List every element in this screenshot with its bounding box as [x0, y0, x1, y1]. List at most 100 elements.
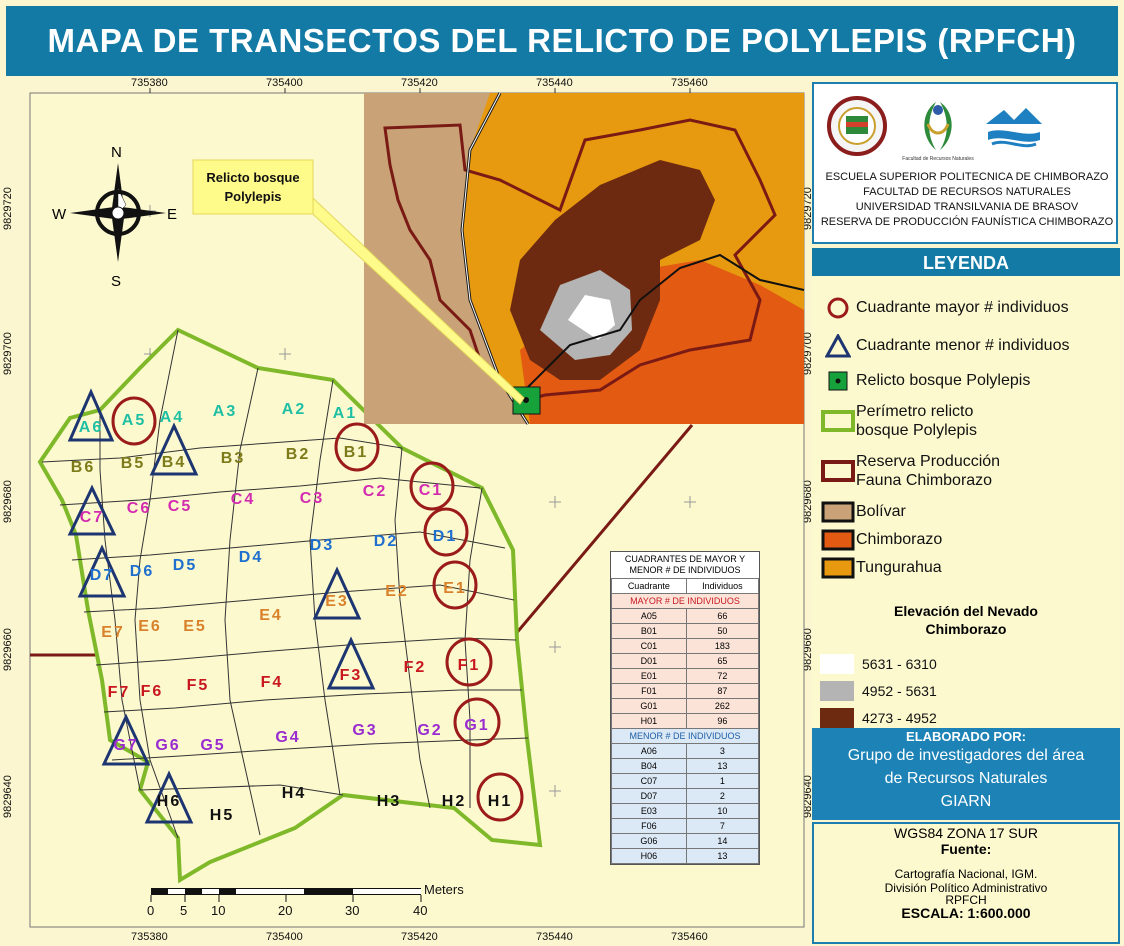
quadrant-label-g3: G3: [352, 722, 377, 739]
table-cell: A06: [611, 743, 687, 759]
table-cell: C01: [611, 638, 687, 654]
frame-ticks: [149, 88, 691, 93]
quadrant-table: CUADRANTES DE MAYOR Y MENOR # DE INDIVID…: [610, 551, 760, 865]
legend: Cuadrante mayor # individuos Cuadrante m…: [812, 276, 1120, 728]
legend-label: Reserva Producción: [856, 453, 1001, 470]
table-cell: 65: [685, 653, 760, 669]
table-title-line-1: CUADRANTES DE MAYOR Y: [624, 554, 746, 564]
quadrant-label-e7: E7: [101, 624, 125, 641]
facultad-logo: Facultad de Recursos Naturales: [902, 102, 974, 162]
menor-triangle-h6: [144, 770, 194, 824]
scale-tick: 30: [345, 903, 360, 918]
fuente-title: Fuente:: [940, 841, 992, 857]
elevation-swatch: [820, 654, 854, 674]
menor-triangle-d7: [77, 544, 127, 598]
circle-icon: [820, 296, 856, 320]
table-cell: 262: [685, 698, 760, 714]
green-square-icon: [820, 370, 856, 392]
coord-bottom-label: 735420: [401, 931, 438, 943]
coord-top-label: 735460: [671, 77, 708, 89]
mayor-circle-h1: [476, 772, 524, 822]
elevation-title-1: Elevación del Nevado: [894, 603, 1038, 619]
quadrant-label-d1: D1: [433, 528, 457, 545]
menor-triangle-b4: [149, 422, 199, 476]
mayor-circle-e1: [432, 560, 478, 610]
table-cell: 183: [685, 638, 760, 654]
map-title: MAPA DE TRANSECTOS DEL RELICTO DE POLYLE…: [47, 22, 1077, 59]
elevation-title: Elevación del Nevado Chimborazo: [812, 602, 1120, 638]
scale-unit: Meters: [424, 882, 464, 897]
institution-line: UNIVERSIDAD TRANSILVANIA DE BRASOV: [855, 201, 1079, 213]
table-cell: C07: [611, 773, 687, 789]
elaborado-line: Grupo de investigadores del área: [847, 747, 1085, 764]
quadrant-label-h6: H6: [157, 793, 181, 810]
table-cell: 1: [685, 773, 760, 789]
scale-tick: 10: [211, 903, 226, 918]
logos-box: Facultad de Recursos Naturales ESCUELA S…: [812, 82, 1118, 244]
table-title-line-2: MENOR # DE INDIVIDUOS: [629, 565, 741, 575]
compass-rose: [70, 163, 166, 262]
quadrant-label-a5: A5: [122, 412, 146, 429]
quadrant-label-f4: F4: [261, 674, 284, 691]
mayor-circle-a5: [111, 396, 157, 446]
quadrant-label-d5: D5: [173, 557, 197, 574]
menor-triangle-f3: [326, 636, 376, 690]
legend-label: Relicto bosque Polylepis: [856, 372, 1031, 389]
quadrant-label-b3: B3: [221, 450, 245, 467]
table-cell: 13: [685, 758, 760, 774]
scale-tick: 0: [147, 903, 155, 918]
table-cell: 96: [685, 713, 760, 729]
facultad-logo-text: Facultad de Recursos Naturales: [902, 156, 974, 162]
elevation-label: 5631 - 6310: [862, 656, 937, 672]
mayor-section-header: MAYOR # DE INDIVIDUOS: [611, 593, 759, 609]
fuente-line: División Político Administrativo: [884, 881, 1048, 895]
quadrant-label-g7: G7: [113, 737, 138, 754]
coord-top-label: 735420: [401, 77, 438, 89]
quadrant-grid: [41, 329, 529, 839]
quadrant-label-h3: H3: [377, 793, 401, 810]
legend-item-mayor: Cuadrante mayor # individuos: [820, 296, 1069, 320]
menor-triangle-a6: [67, 388, 115, 442]
coord-top-label: 735440: [536, 77, 573, 89]
quadrant-label-h4: H4: [282, 785, 306, 802]
legend-item-relicto: Relicto bosque Polylepis: [820, 370, 1030, 392]
quadrant-label-f1: F1: [458, 657, 481, 674]
scale-bar: [150, 888, 422, 902]
institution-line: ESCUELA SUPERIOR POLITECNICA DE CHIMBORA…: [825, 171, 1109, 183]
relict-location-dot: [523, 397, 529, 403]
datum: WGS84 ZONA 17 SUR: [894, 825, 1038, 841]
quadrant-label-h5: H5: [210, 807, 234, 824]
quadrant-label-c4: C4: [231, 491, 255, 508]
legend-label: Cuadrante mayor # individuos: [856, 299, 1069, 316]
quadrant-label-a6: A6: [79, 419, 103, 436]
institutions: ESCUELA SUPERIOR POLITECNICA DE CHIMBORA…: [814, 170, 1120, 230]
coord-bottom-label: 735380: [131, 931, 168, 943]
elevation-item-mid: 4952 - 5631: [820, 681, 937, 701]
escala: ESCALA: 1:600.000: [901, 905, 1031, 921]
legend-item-bolivar: Bolívar: [820, 500, 906, 524]
callout-line-1: Relicto bosque: [206, 170, 300, 185]
quadrant-label-a3: A3: [213, 403, 237, 420]
quadrant-label-d3: D3: [310, 537, 334, 554]
reserva-logo: [986, 98, 1042, 154]
table-cell: F06: [611, 818, 687, 834]
menor-triangle-g6: [101, 713, 151, 766]
reserve-swatch-icon: [820, 459, 856, 483]
table-cell: 87: [685, 683, 760, 699]
quadrant-label-g2: G2: [417, 722, 442, 739]
legend-title-bar: LEYENDA: [812, 248, 1120, 278]
quadrant-label-f6: F6: [141, 683, 164, 700]
quadrant-label-e3: E3: [325, 593, 349, 610]
table-cell: 66: [685, 608, 760, 624]
